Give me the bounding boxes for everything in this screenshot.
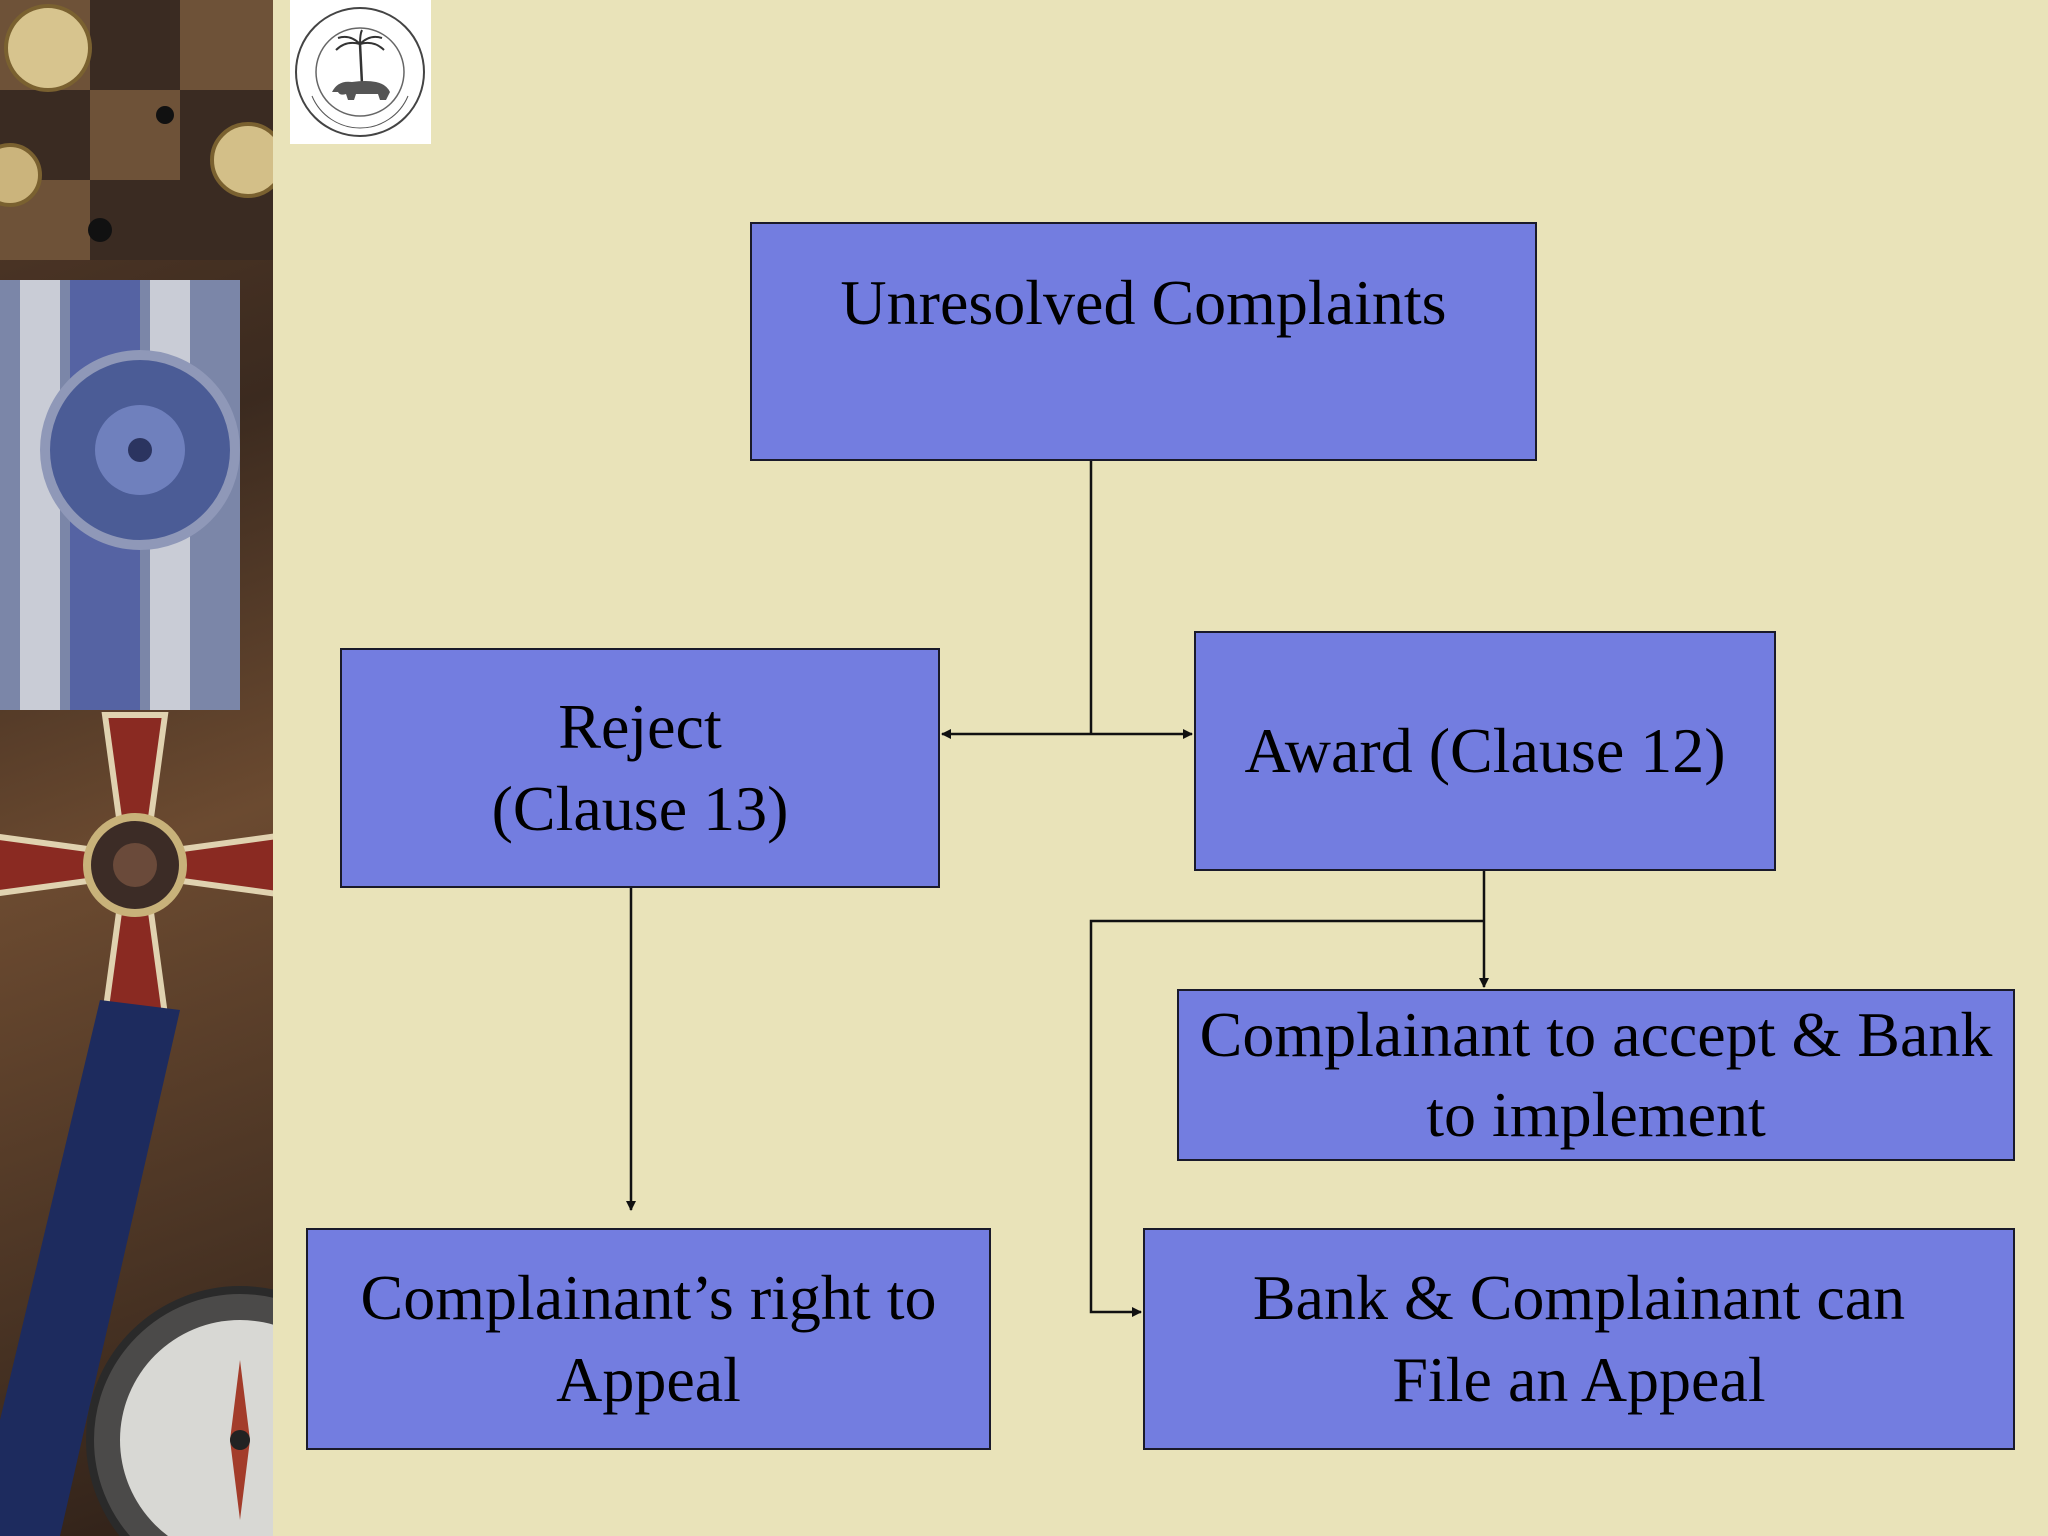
node-label: Complainant to accept & Bank to implemen… — [1199, 999, 1993, 1150]
node-label: Bank & Complainant can File an Appeal — [1252, 1262, 1906, 1415]
node-reject: Reject (Clause 13) — [340, 648, 940, 888]
node-label: Reject (Clause 13) — [491, 691, 789, 844]
node-unresolved-complaints: Unresolved Complaints — [750, 222, 1537, 461]
rbi-seal-logo — [290, 0, 431, 144]
decorative-medal-image — [0, 0, 273, 1536]
node-right-to-appeal: Complainant’s right to Appeal — [306, 1228, 991, 1450]
node-file-appeal: Bank & Complainant can File an Appeal — [1143, 1228, 2015, 1450]
node-award: Award (Clause 12) — [1194, 631, 1776, 871]
node-label: Unresolved Complaints — [840, 267, 1447, 338]
node-accept-implement: Complainant to accept & Bank to implemen… — [1177, 989, 2015, 1161]
node-label: Complainant’s right to Appeal — [360, 1262, 937, 1415]
node-label: Award (Clause 12) — [1244, 715, 1726, 786]
